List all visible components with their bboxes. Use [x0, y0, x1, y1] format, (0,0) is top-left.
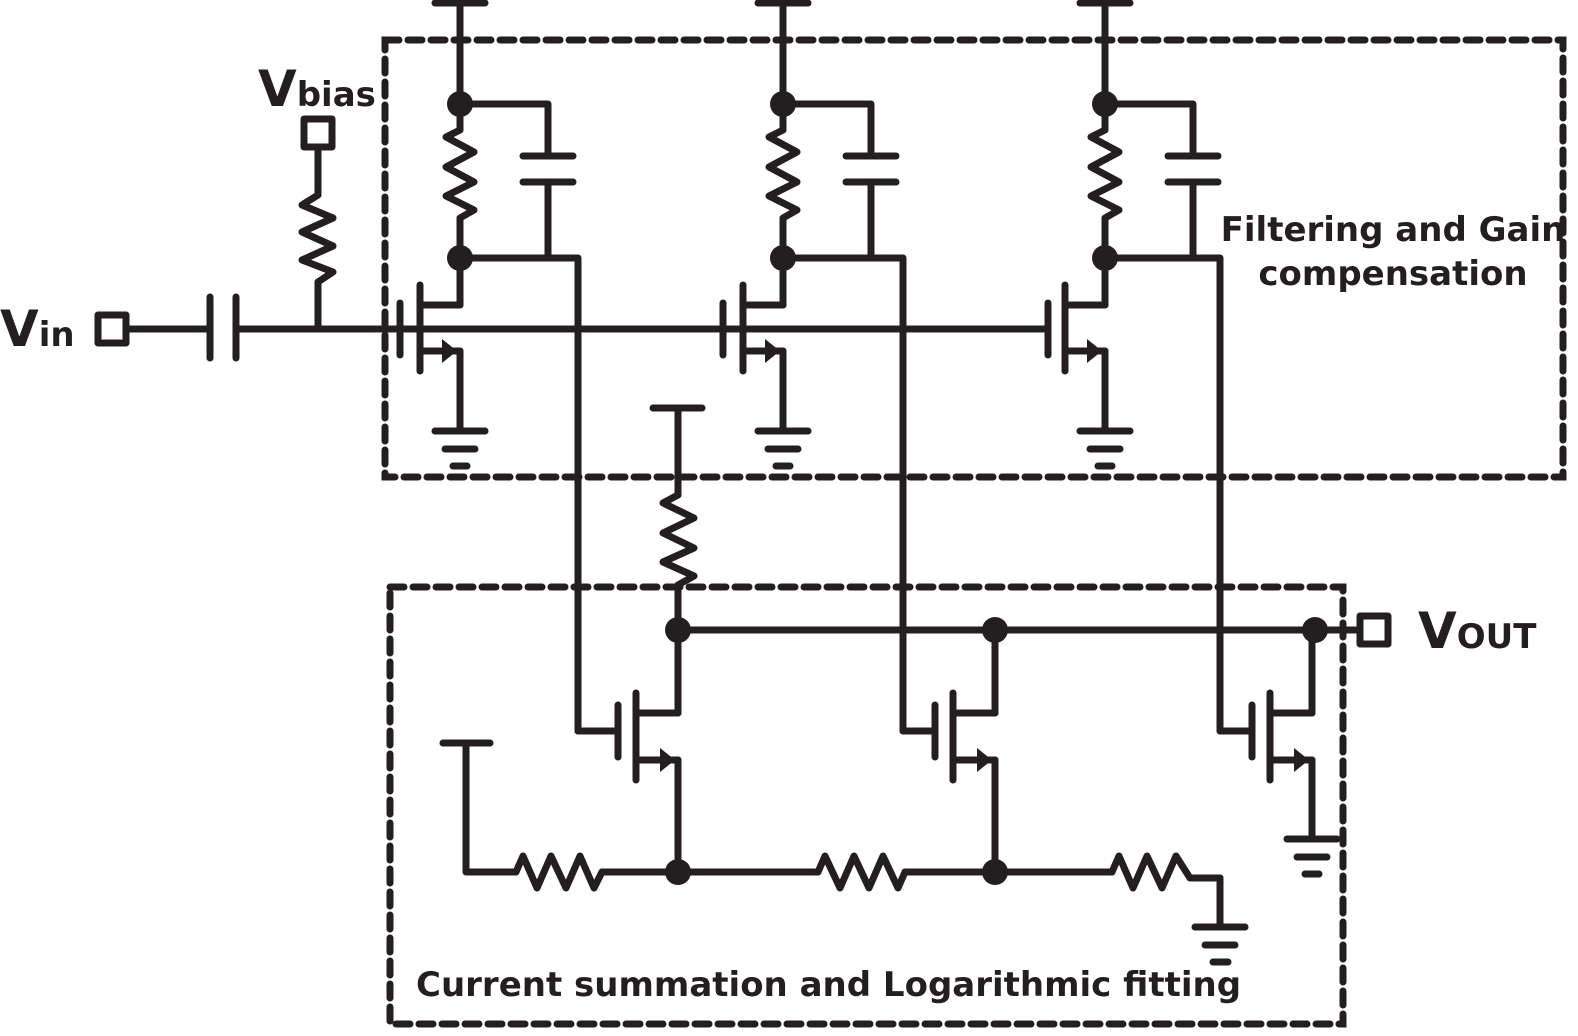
nmos-transistor: [396, 281, 464, 375]
ground-icon: [431, 427, 489, 470]
output-stages: [574, 626, 1341, 878]
stage-output-wire: [1101, 254, 1224, 735]
nmos-transistor: [614, 689, 682, 784]
filter-block-boundary: [381, 36, 1567, 481]
source-arrow-icon: [1294, 748, 1309, 772]
junction-dot: [982, 617, 1008, 643]
junction-dot: [665, 859, 691, 885]
nmos-transistor: [931, 689, 999, 784]
filter-block-label-line2: compensation: [1258, 254, 1527, 294]
stage-output-wire: [779, 254, 907, 735]
filter-stage: [396, 0, 582, 735]
junction-dot: [665, 617, 691, 643]
bias-resistor: [298, 191, 337, 333]
nmos-transistor: [719, 281, 787, 375]
drain-resistor: [1087, 100, 1123, 262]
vbias-label: Vbias: [258, 60, 376, 118]
junction-dot: [982, 859, 1008, 885]
drain-resistor: [442, 100, 478, 262]
load-resistor: [649, 404, 706, 634]
vout-label: VOUT: [1418, 602, 1537, 660]
filter-stages: [396, 0, 1224, 735]
output-stage: [899, 626, 999, 876]
vout-terminal: [1356, 612, 1392, 648]
input-capacitor: [206, 293, 240, 362]
wire: [456, 100, 552, 160]
source-arrow-icon: [977, 748, 992, 772]
vbias-terminal: [300, 115, 336, 199]
nmos-transistor: [1044, 281, 1109, 375]
ground-icon: [1076, 427, 1134, 470]
vin-terminal: [94, 311, 211, 347]
source-arrow-icon: [442, 339, 457, 363]
wire: [1101, 100, 1197, 160]
source-arrow-icon: [1087, 339, 1102, 363]
nmos-transistor: [1248, 689, 1316, 784]
ground-icon: [1283, 835, 1341, 878]
vin-label: Vin: [0, 300, 75, 358]
summation-block-label: Current summation and Logarithmic fittin…: [416, 965, 1241, 1005]
source-arrow-icon: [660, 748, 675, 772]
output-stage: [1216, 626, 1341, 878]
junction-dot: [1302, 617, 1328, 643]
filter-stage: [1044, 0, 1224, 735]
filter-stage: [719, 0, 907, 735]
output-stage: [574, 626, 682, 876]
source-arrow-icon: [765, 339, 780, 363]
wire: [779, 100, 875, 160]
filter-block-label-line1: Filtering and Gain: [1221, 210, 1566, 250]
summation-block-boundary: [386, 583, 1347, 1028]
ground-icon: [754, 427, 812, 470]
stage-output-wire: [456, 254, 582, 735]
resistor-ladder: [439, 739, 1249, 966]
drain-resistor: [765, 100, 801, 262]
